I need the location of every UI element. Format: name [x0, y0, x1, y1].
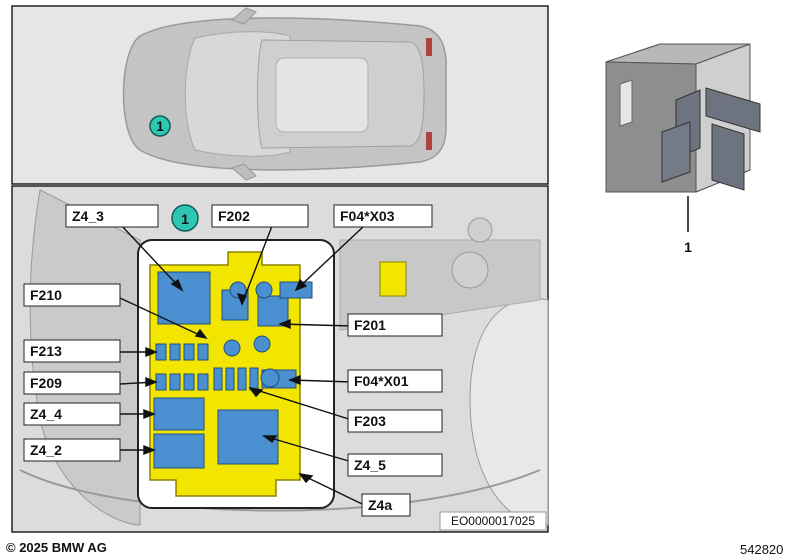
callout-z4-3-label: Z4_3 [72, 208, 104, 224]
car-position-marker-label: 1 [156, 118, 164, 134]
callout-f213-label: F213 [30, 343, 62, 359]
callout-f201-label: F201 [354, 317, 386, 333]
callout-f213: F213 [23, 339, 121, 363]
callout-f203-label: F203 [354, 413, 386, 429]
callout-z4-5: Z4_5 [347, 453, 443, 477]
relay-z4-3 [157, 271, 211, 325]
callout-f210: F210 [23, 283, 121, 307]
callout-f209-label: F209 [30, 375, 62, 391]
engine-bay-marker-label: 1 [181, 211, 189, 227]
callout-f04-x01: F04*X01 [347, 369, 443, 393]
callout-z4-4-label: Z4_4 [30, 406, 62, 422]
callout-z4-3: Z4_3 [65, 204, 159, 228]
callout-f202-label: F202 [218, 208, 250, 224]
relay-z4-4 [153, 397, 205, 431]
leader-lines [119, 223, 365, 505]
relay-z4-2 [153, 433, 205, 469]
callout-f209: F209 [23, 371, 121, 395]
relay-part-illustration [605, 43, 761, 193]
fuse-f201 [257, 295, 289, 327]
fuse-row-f203 [213, 367, 259, 391]
callout-f210-label: F210 [30, 287, 62, 303]
image-code-label: EO0000017025 [451, 514, 535, 528]
callout-f04-x03: F04*X03 [333, 204, 433, 228]
car-position-marker: 1 [149, 115, 171, 137]
diagram-number: 542820 [740, 542, 784, 557]
callout-z4-5-label: Z4_5 [354, 457, 386, 473]
copyright: © 2025 BMW AG [6, 540, 107, 555]
engine-bay-marker: 1 [171, 204, 199, 232]
callout-f202: F202 [211, 204, 309, 228]
callout-z4a: Z4a [361, 493, 411, 517]
image-code: EO0000017025 [439, 511, 547, 531]
callout-z4a-label: Z4a [368, 497, 392, 513]
callout-z4-2: Z4_2 [23, 438, 121, 462]
fuse-row-f213 [155, 343, 209, 361]
callout-z4-2-label: Z4_2 [30, 442, 62, 458]
callout-f201: F201 [347, 313, 443, 337]
callout-f04-x03-label: F04*X03 [340, 208, 395, 224]
callout-f203: F203 [347, 409, 443, 433]
fuse-row-f209 [155, 373, 209, 391]
callout-f04-x01-label: F04*X01 [354, 373, 409, 389]
callout-z4-4: Z4_4 [23, 402, 121, 426]
relay-part-number: 1 [684, 239, 692, 255]
car-top-view [122, 7, 447, 181]
fuse-box-z4a [149, 251, 313, 497]
